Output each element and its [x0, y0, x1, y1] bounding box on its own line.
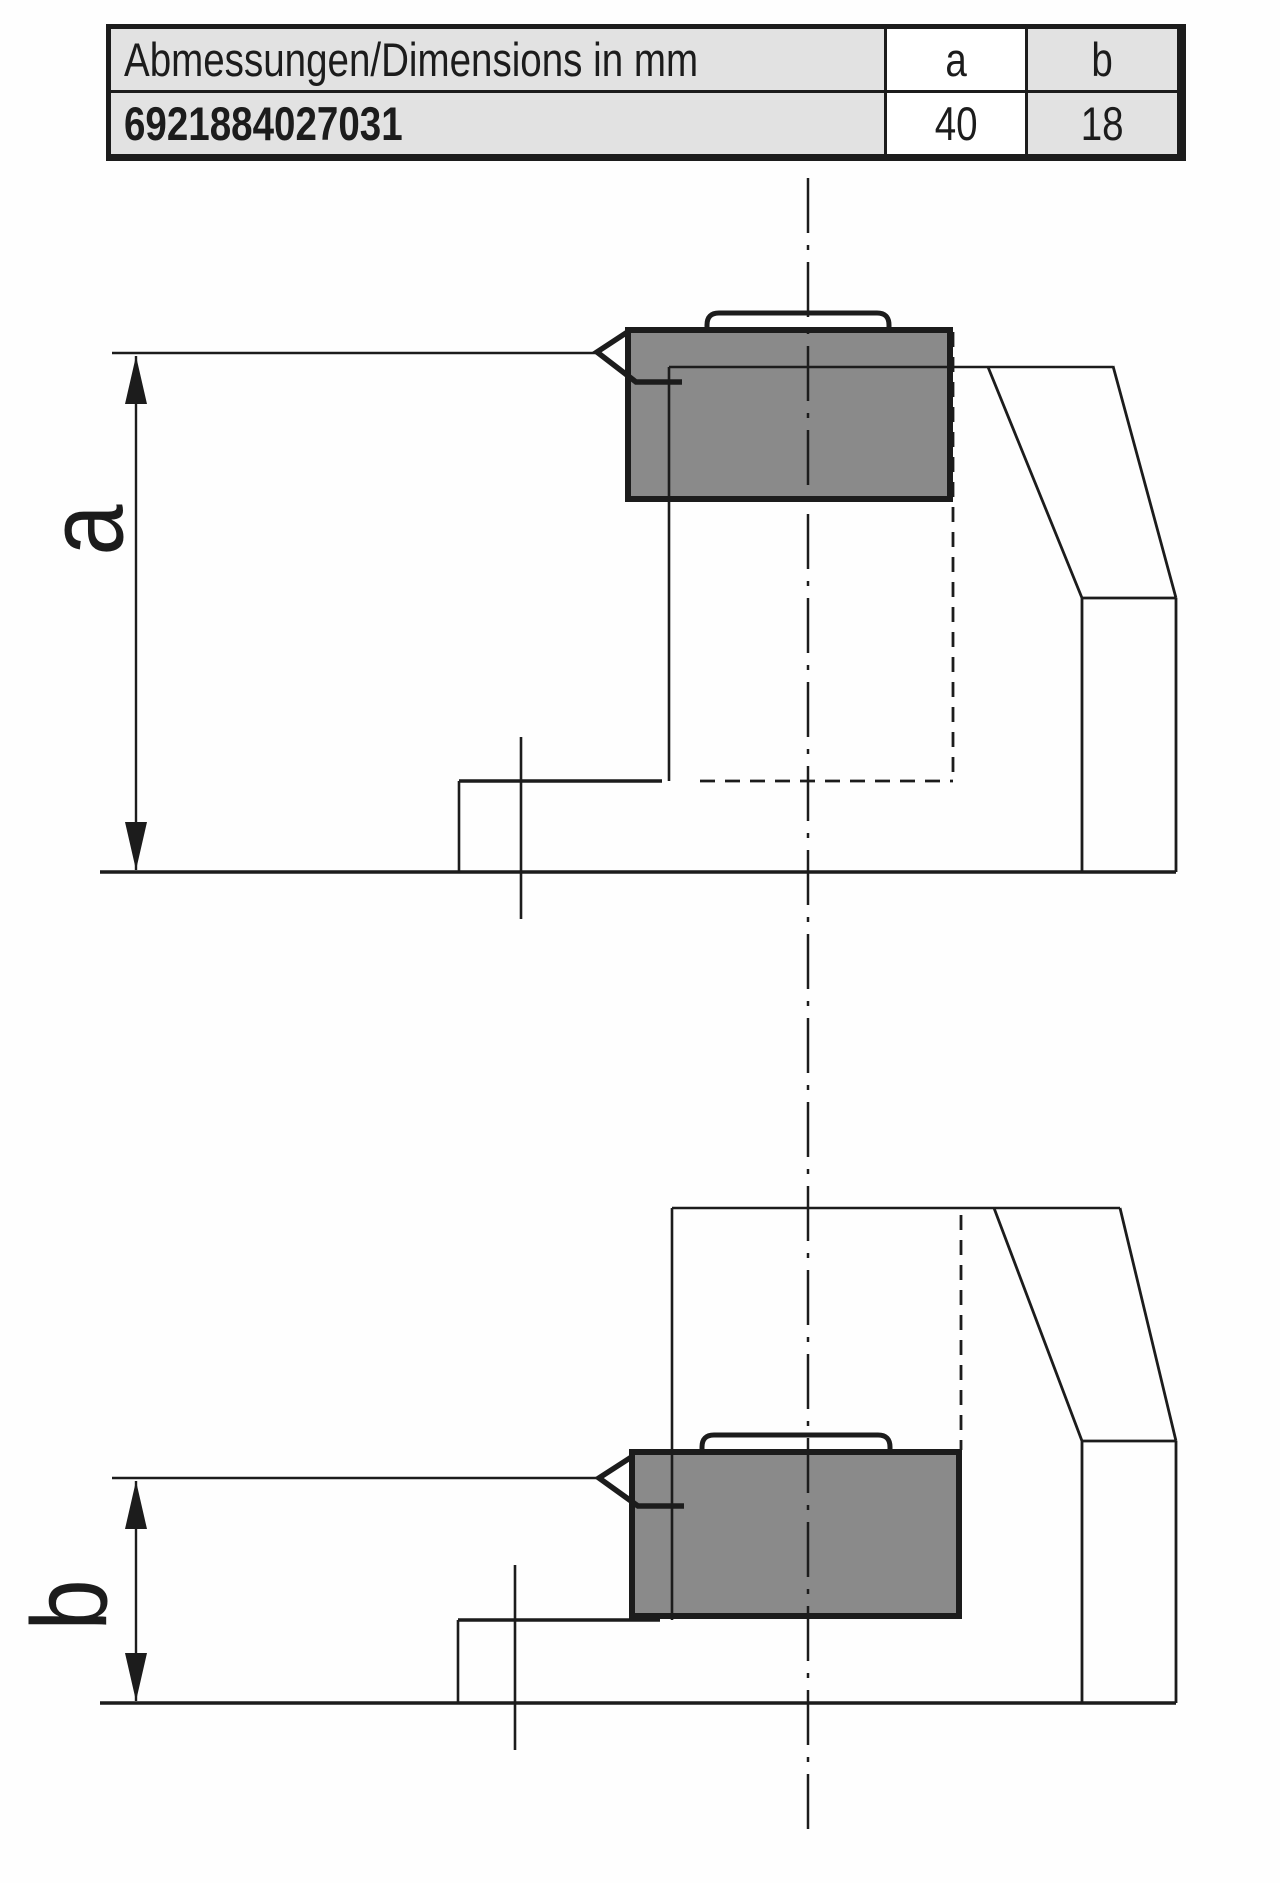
top-arrowhead-down: [125, 822, 147, 870]
bottom-clamp-outline: [992, 1207, 1178, 1703]
top-section-view: a: [26, 310, 1178, 919]
dimensions-table: Abmessungen/Dimensions in mm a b 6921884…: [106, 24, 1186, 161]
part-number-cell: 6921884027031: [111, 93, 887, 154]
value-a-cell: 40: [887, 93, 1028, 154]
value-b: 18: [1081, 97, 1124, 150]
table-header-b: b: [1028, 29, 1177, 93]
bottom-arrowhead-down: [125, 1653, 147, 1701]
top-cutting-edge-pointer: [592, 328, 682, 385]
top-arrowhead-up: [125, 356, 147, 404]
table-header-a-label: a: [945, 33, 967, 86]
bottom-section-view: b: [10, 1206, 1178, 1750]
dimension-label-a: a: [26, 504, 147, 555]
bottom-chip-limiter-bump: [699, 1432, 893, 1453]
top-clamp-outline: [986, 365, 1178, 872]
table-header-dimensions: Abmessungen/Dimensions in mm: [111, 29, 887, 93]
top-chip-limiter-bump: [704, 310, 892, 331]
bottom-cutting-edge-pointer: [594, 1453, 684, 1509]
part-number: 6921884027031: [124, 97, 403, 150]
value-a: 40: [934, 97, 978, 150]
value-b-cell: 18: [1028, 93, 1177, 154]
bottom-arrowhead-up: [125, 1481, 147, 1529]
bottom-cutter-block: [629, 1449, 962, 1619]
top-hidden-dashed-lines: [700, 332, 955, 783]
table-header-b-label: b: [1091, 33, 1114, 86]
table-header-a: a: [887, 29, 1028, 93]
top-cutter-block: [625, 327, 953, 502]
dimension-label-b: b: [10, 1579, 131, 1630]
table-header-dimensions-label: Abmessungen/Dimensions in mm: [124, 33, 699, 86]
